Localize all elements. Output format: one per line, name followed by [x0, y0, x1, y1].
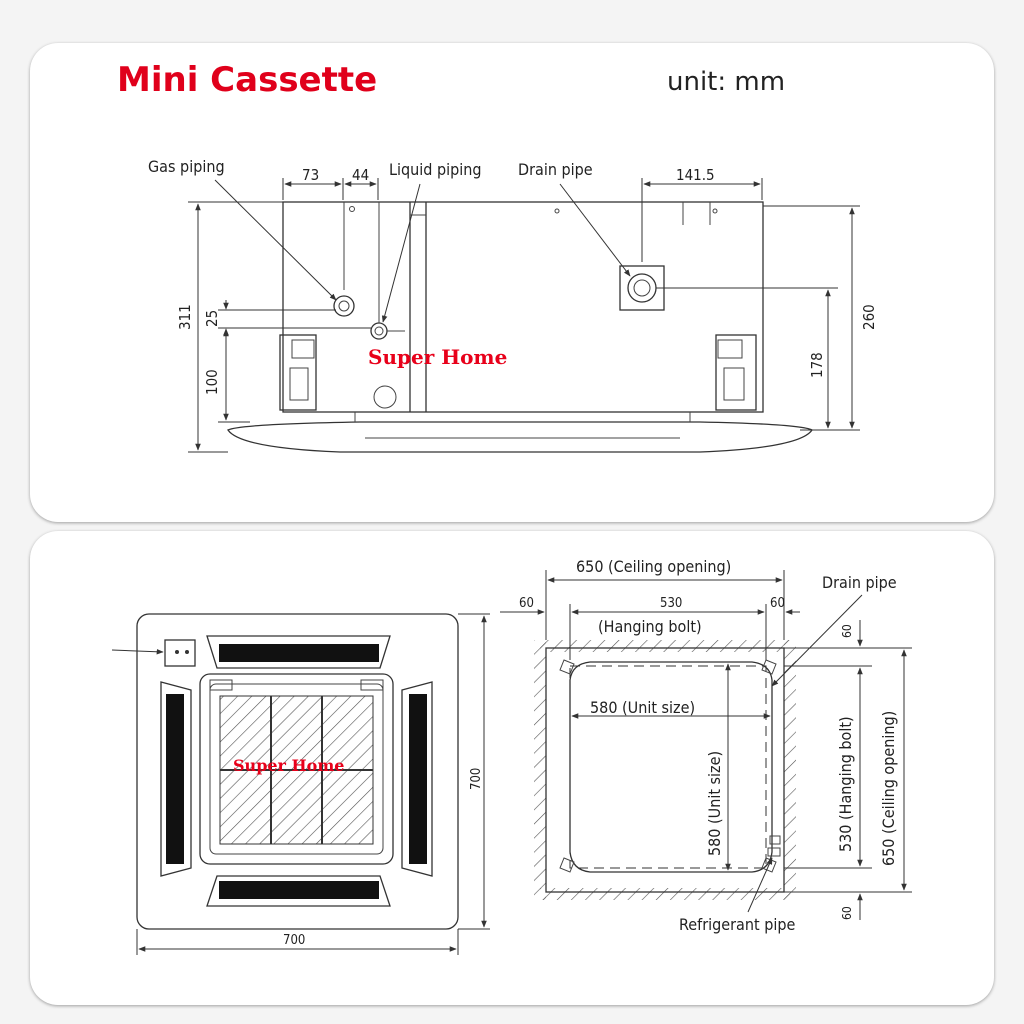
dim-25-label: 25 — [203, 310, 221, 327]
front-dims — [136, 613, 490, 955]
unit-size-v: 580 (Unit size) — [705, 751, 724, 856]
front-view-panel — [111, 613, 459, 930]
dim-178-260 — [656, 205, 860, 431]
left-margin-60: 60 — [519, 596, 534, 611]
refrigerant-pipe-label: Refrigerant pipe — [679, 915, 795, 934]
hanging-bolt-top: (Hanging bolt) — [598, 617, 702, 636]
drain-pipe-leader — [559, 183, 631, 277]
front-height-label: 700 — [469, 768, 484, 790]
gas-piping-leader — [214, 179, 337, 301]
right-margin-60: 60 — [770, 596, 785, 611]
dim-44: 44 — [352, 166, 369, 184]
bottom-margin-v-60: 60 — [840, 906, 854, 920]
gas-piping-label: Gas piping — [148, 157, 225, 176]
drain-pipe-label: Drain pipe — [518, 160, 593, 179]
side-view-unit — [227, 201, 813, 453]
refrigerant-leader — [747, 857, 773, 913]
plan-view — [534, 640, 796, 900]
dim-100-label: 100 — [203, 369, 221, 395]
dim-311 — [188, 201, 283, 453]
top-panel — [30, 43, 994, 522]
dim-311-label: 311 — [176, 304, 194, 330]
dim-73-44 — [282, 178, 379, 200]
unit-label: unit: mm — [667, 67, 785, 97]
dim-260-label: 260 — [860, 304, 878, 330]
watermark-bottom: Super Home — [233, 756, 344, 775]
dim-141 — [641, 178, 763, 262]
watermark-top: Super Home — [368, 345, 507, 369]
plan-top-dims — [500, 570, 800, 660]
top-margin-v-60: 60 — [840, 624, 854, 638]
ceiling-opening-top: 650 (Ceiling opening) — [576, 557, 731, 576]
dim-73: 73 — [302, 166, 319, 184]
page-title: Mini Cassette — [117, 60, 377, 100]
plan-right-dims — [784, 620, 912, 920]
ceiling-opening-v: 650 (Ceiling opening) — [879, 711, 898, 866]
dim-141-5: 141.5 — [676, 166, 715, 184]
front-width-label: 700 — [283, 933, 305, 948]
liquid-piping-label: Liquid piping — [389, 160, 482, 179]
hanging-bolt-v: 530 (Hanging bolt) — [836, 716, 855, 852]
plan-drain-leader — [771, 594, 863, 687]
dim-178-label: 178 — [808, 352, 826, 378]
bolt-span-530: 530 — [660, 596, 682, 611]
dim-25-100 — [218, 300, 372, 423]
unit-size-h: 580 (Unit size) — [590, 698, 695, 717]
plan-drain-pipe-label: Drain pipe — [822, 573, 897, 592]
liquid-piping-leader — [381, 183, 421, 323]
